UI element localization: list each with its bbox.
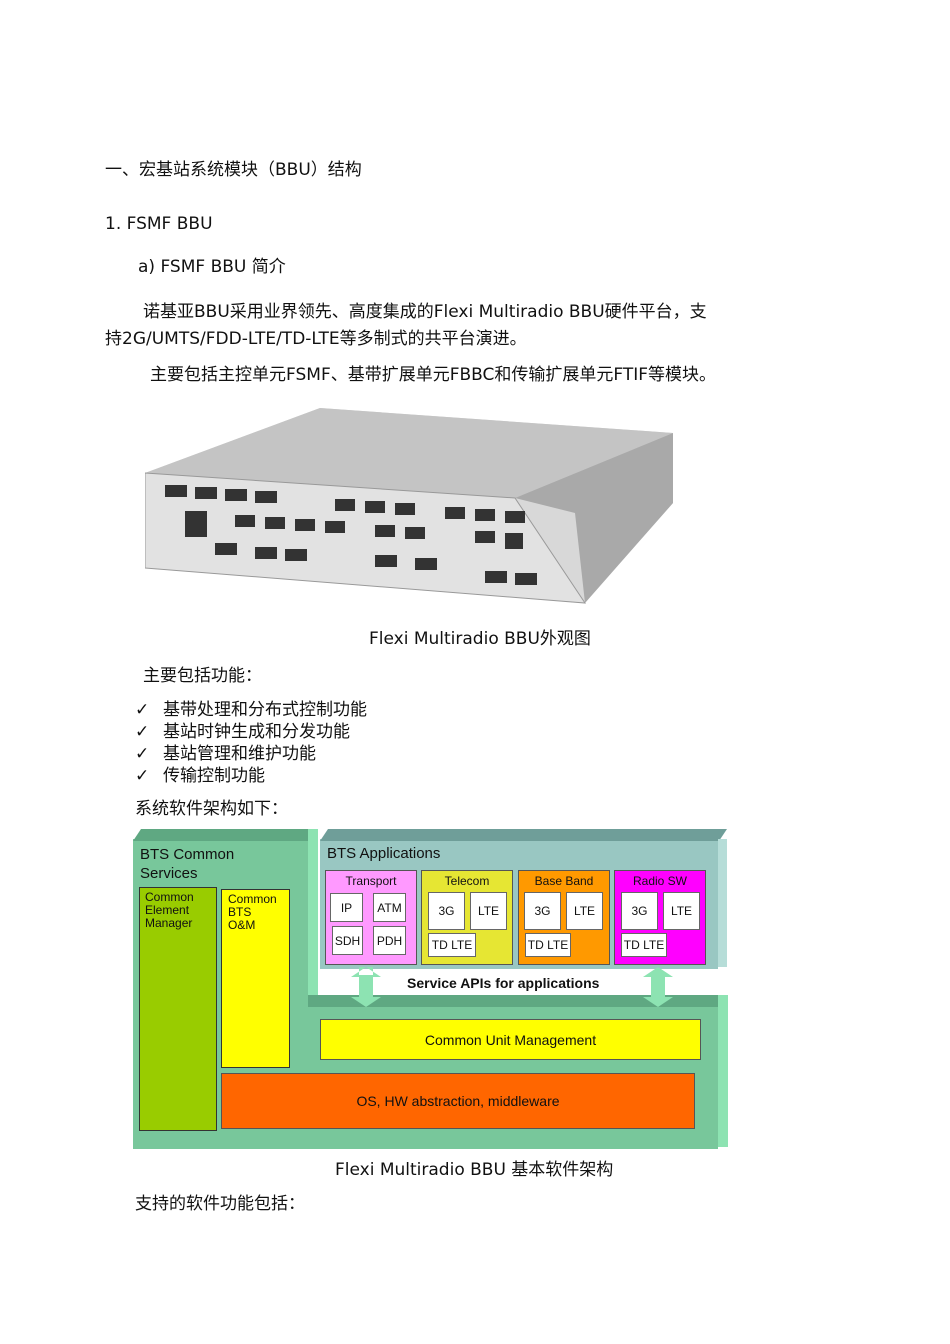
box-atm: ATM bbox=[373, 893, 406, 922]
bts-applications-label: BTS Applications bbox=[327, 845, 441, 862]
list-item: 基站管理和维护功能 bbox=[163, 744, 316, 764]
paragraph: 持2G/UMTS/FDD-LTE/TD-LTE等多制式的共平台演进。 bbox=[105, 329, 527, 349]
box-lte: LTE bbox=[663, 892, 700, 930]
service-apis-label: Service APIs for applications bbox=[407, 975, 600, 991]
software-architecture-diagram: BTS Common Services Common Element Manag… bbox=[133, 829, 728, 1149]
common-unit-management: Common Unit Management bbox=[320, 1019, 701, 1060]
list-item: 基带处理和分布式控制功能 bbox=[163, 700, 367, 720]
double-arrow-icon bbox=[351, 967, 381, 1007]
arch-intro: 系统软件架构如下： bbox=[135, 799, 288, 819]
heading: 一、宏基站系统模块（BBU）结构 bbox=[105, 160, 362, 180]
double-arrow-icon bbox=[643, 967, 673, 1007]
check-icon: ✓ bbox=[135, 744, 150, 764]
bbu-photo bbox=[145, 408, 673, 604]
box-3g: 3G bbox=[621, 892, 658, 930]
box-td-lte: TD LTE bbox=[525, 933, 571, 957]
box-3g: 3G bbox=[428, 892, 465, 930]
common-services-label: BTS Common Services bbox=[140, 846, 235, 882]
section-title: 1. FSMF BBU bbox=[105, 214, 213, 234]
functions-intro: 主要包括功能： bbox=[143, 666, 262, 686]
box-td-lte: TD LTE bbox=[621, 933, 667, 957]
box-ip: IP bbox=[330, 893, 363, 922]
list-item: 基站时钟生成和分发功能 bbox=[163, 722, 350, 742]
common-element-manager: Common Element Manager bbox=[139, 887, 217, 1131]
paragraph: 主要包括主控单元FSMF、基带扩展单元FBBC和传输扩展单元FTIF等模块。 bbox=[150, 365, 717, 385]
paragraph: 诺基亚BBU采用业界领先、高度集成的Flexi Multiradio BBU硬件… bbox=[143, 302, 707, 322]
figure-caption: Flexi Multiradio BBU外观图 bbox=[369, 629, 591, 649]
box-sdh: SDH bbox=[332, 926, 363, 955]
os-hw-abstraction: OS, HW abstraction, middleware bbox=[221, 1073, 695, 1129]
check-icon: ✓ bbox=[135, 722, 150, 742]
check-icon: ✓ bbox=[135, 766, 150, 786]
box-td-lte: TD LTE bbox=[428, 933, 476, 957]
supported-intro: 支持的软件功能包括： bbox=[135, 1194, 305, 1214]
figure-caption: Flexi Multiradio BBU 基本软件架构 bbox=[335, 1160, 614, 1180]
common-bts-oam: Common BTS O&M bbox=[221, 889, 290, 1068]
box-3g: 3G bbox=[524, 892, 561, 930]
box-lte: LTE bbox=[470, 892, 507, 930]
list-item: 传输控制功能 bbox=[163, 766, 265, 786]
check-icon: ✓ bbox=[135, 700, 150, 720]
box-pdh: PDH bbox=[373, 926, 406, 955]
subsection-title: a) FSMF BBU 简介 bbox=[138, 257, 286, 277]
box-lte: LTE bbox=[566, 892, 603, 930]
